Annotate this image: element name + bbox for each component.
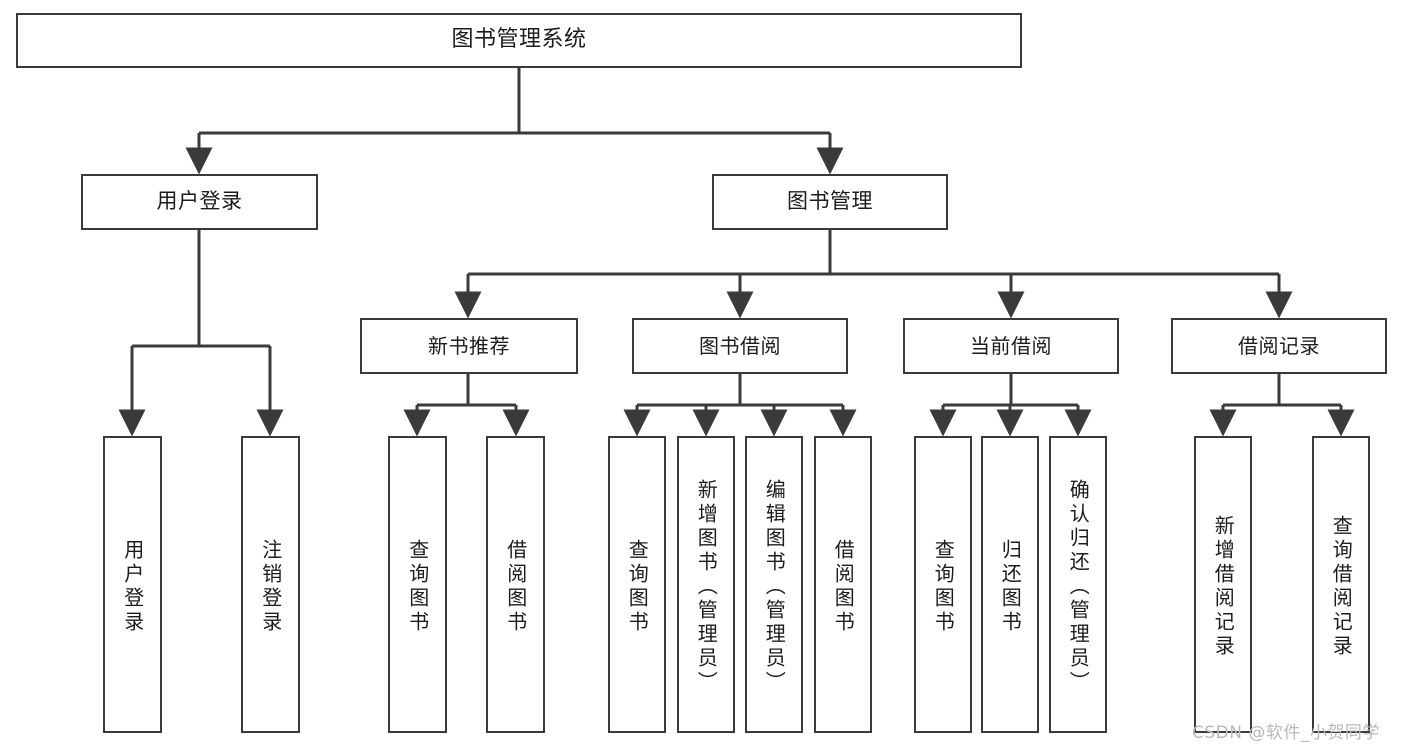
node-book-borrow-label: 图书借阅 (699, 333, 781, 358)
leaf-query-book-3[interactable]: 查询图书 (914, 436, 972, 733)
leaf-edit-book-admin[interactable]: 编辑图书（管理员） (745, 436, 803, 733)
leaf-logout-label: 注销登录 (258, 538, 283, 635)
node-root-label: 图书管理系统 (451, 27, 587, 53)
leaf-confirm-return-admin[interactable]: 确认归还（管理员） (1049, 436, 1107, 733)
leaf-borrow-book-2[interactable]: 借阅图书 (814, 436, 872, 733)
node-root[interactable]: 图书管理系统 (16, 13, 1022, 68)
leaf-user-login[interactable]: 用户登录 (103, 436, 162, 733)
leaf-return-book[interactable]: 归还图书 (981, 436, 1039, 733)
node-book-management-label: 图书管理 (787, 189, 873, 214)
leaf-query-book-2-label: 查询图书 (625, 538, 650, 635)
leaf-edit-book-admin-label: 编辑图书（管理员） (762, 478, 787, 695)
leaf-borrow-book-1[interactable]: 借阅图书 (486, 436, 545, 733)
node-borrow-record[interactable]: 借阅记录 (1171, 318, 1387, 374)
leaf-query-book-1-label: 查询图书 (405, 538, 430, 635)
leaf-borrow-book-2-label: 借阅图书 (831, 538, 856, 635)
leaf-confirm-return-admin-label: 确认归还（管理员） (1066, 478, 1091, 695)
node-user-login-label: 用户登录 (156, 189, 243, 214)
leaf-add-book-admin-label: 新增图书（管理员） (694, 478, 719, 695)
node-current-borrow[interactable]: 当前借阅 (903, 318, 1119, 374)
leaf-query-book-1[interactable]: 查询图书 (388, 436, 447, 733)
node-user-login[interactable]: 用户登录 (81, 174, 318, 230)
node-new-book-recommend[interactable]: 新书推荐 (360, 318, 578, 374)
leaf-borrow-book-1-label: 借阅图书 (503, 538, 528, 635)
node-current-borrow-label: 当前借阅 (970, 333, 1052, 358)
leaf-logout[interactable]: 注销登录 (241, 436, 300, 733)
leaf-query-book-2[interactable]: 查询图书 (608, 436, 666, 733)
node-borrow-record-label: 借阅记录 (1238, 333, 1320, 358)
leaf-add-borrow-record-label: 新增借阅记录 (1211, 514, 1236, 659)
leaf-user-login-label: 用户登录 (120, 538, 145, 635)
leaf-query-book-3-label: 查询图书 (931, 538, 956, 635)
node-book-management[interactable]: 图书管理 (712, 174, 948, 230)
leaf-query-borrow-record[interactable]: 查询借阅记录 (1312, 436, 1370, 733)
node-new-book-recommend-label: 新书推荐 (428, 333, 510, 358)
leaf-return-book-label: 归还图书 (998, 538, 1023, 635)
leaf-add-borrow-record[interactable]: 新增借阅记录 (1194, 436, 1252, 733)
node-book-borrow[interactable]: 图书借阅 (632, 318, 848, 374)
csdn-watermark: CSDN @软件_小贺同学 (1192, 723, 1380, 743)
leaf-add-book-admin[interactable]: 新增图书（管理员） (677, 436, 735, 733)
leaf-query-borrow-record-label: 查询借阅记录 (1329, 514, 1354, 659)
